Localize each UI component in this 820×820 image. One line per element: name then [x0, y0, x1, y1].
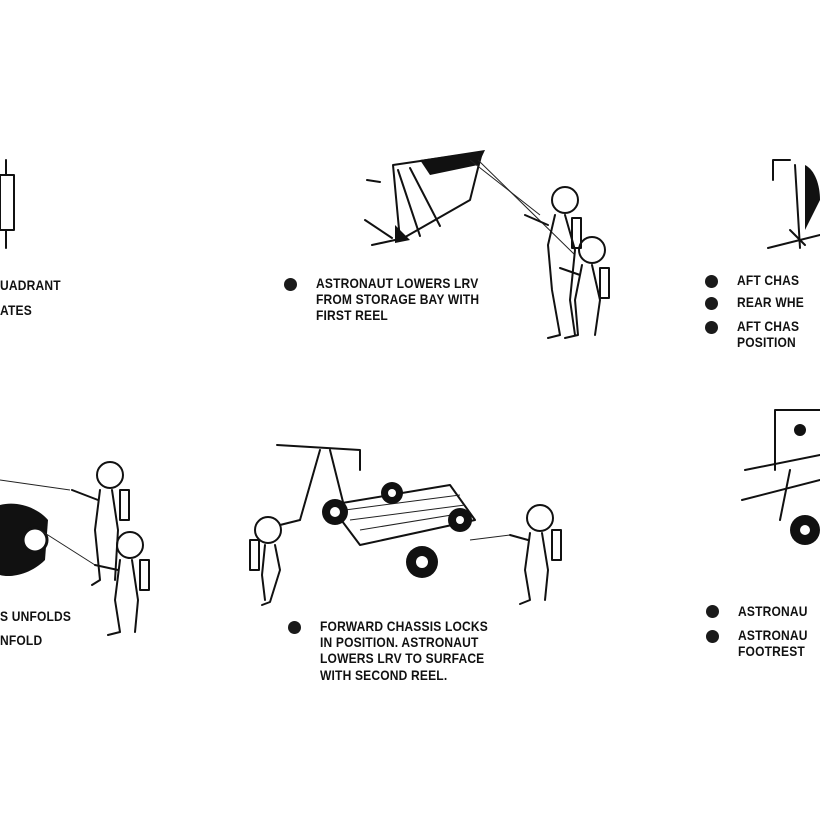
bullet-icon — [705, 275, 718, 288]
step-text-line: POSITION — [737, 334, 796, 350]
step-text-line: UADRANT — [0, 277, 61, 293]
step-text-line: FOOTREST — [738, 643, 805, 659]
step-text-line: FROM STORAGE BAY WITH — [316, 291, 480, 307]
lrv-lowered-illustration — [249, 444, 562, 606]
quadrant-panel-illustration — [0, 159, 15, 249]
bullet-icon — [706, 605, 719, 618]
footrest-illustration — [741, 409, 820, 545]
bullet-icon — [284, 278, 297, 291]
step-text-line: IN POSITION. ASTRONAUT — [320, 634, 479, 650]
step-text-line: WITH SECOND REEL. — [320, 667, 448, 683]
step-text-line: ASTRONAU — [738, 627, 808, 643]
step-text-line: FORWARD CHASSIS LOCKS — [320, 618, 488, 634]
bullet-icon — [288, 621, 301, 634]
bullet-icon — [705, 297, 718, 310]
step-text-line: ASTRONAU — [738, 603, 808, 619]
step-text-line: AFT CHAS — [737, 272, 800, 288]
lrv-storage-bay-illustration — [364, 150, 610, 339]
step-text-line: ATES — [0, 302, 32, 318]
bullet-icon — [706, 630, 719, 643]
chassis-unfolds-illustration — [0, 461, 150, 636]
bullet-icon — [705, 321, 718, 334]
step-text-line: REAR WHE — [737, 294, 804, 310]
step-text-line: FIRST REEL — [316, 307, 388, 323]
aft-chassis-illustration — [767, 159, 820, 249]
step-text-line: NFOLD — [0, 632, 43, 648]
step-text-line: S UNFOLDS — [0, 608, 72, 624]
step-text-line: ASTRONAUT LOWERS LRV — [316, 275, 479, 291]
step-text-line: AFT CHAS — [737, 318, 800, 334]
step-text-line: LOWERS LRV TO SURFACE — [320, 650, 485, 666]
